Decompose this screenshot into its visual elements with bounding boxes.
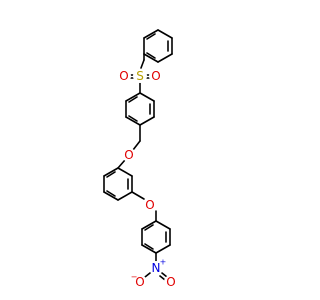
atom-charge: − bbox=[131, 273, 138, 282]
bond-nitrogen-oxygen-right bbox=[161, 272, 168, 278]
atom-symbol: S bbox=[136, 69, 144, 83]
bond-oxygen-ring bbox=[117, 159, 126, 169]
atom-ether-oxygen-benzyl: O bbox=[122, 148, 136, 162]
atom-symbol: O bbox=[145, 198, 154, 212]
bond-double-inner bbox=[106, 190, 116, 197]
bond-double-inner bbox=[106, 171, 116, 178]
bond bbox=[139, 116, 155, 126]
bond bbox=[125, 92, 141, 102]
atom-label-background bbox=[122, 148, 136, 162]
bond-nitrogen-oxygen-right-double bbox=[159, 275, 166, 281]
atom-label-background bbox=[149, 261, 163, 275]
meta-benzene-ring bbox=[103, 167, 133, 201]
bond-nitrogen-oxygen-left bbox=[144, 272, 151, 278]
atom-symbol: O bbox=[119, 69, 128, 83]
atom-sulfonyl-oxygen-right: O bbox=[149, 69, 163, 83]
bond bbox=[125, 116, 141, 126]
bond-double-inner bbox=[144, 243, 154, 250]
bond bbox=[143, 29, 159, 39]
atom-nitro-oxygen-left: O − bbox=[131, 273, 147, 289]
atom-label-background bbox=[133, 69, 147, 83]
bond-ch2-oxygen bbox=[132, 140, 141, 151]
atom-symbol: N bbox=[152, 261, 161, 275]
atom-label-background bbox=[143, 198, 157, 212]
atom-charge: + bbox=[160, 258, 167, 267]
atom-symbol: O bbox=[151, 69, 160, 83]
bond-ring-oxygen bbox=[131, 191, 145, 200]
bond-ch2-sulfur bbox=[140, 59, 145, 69]
atom-label-background bbox=[149, 69, 163, 83]
bond bbox=[103, 167, 119, 177]
atom-symbol: O bbox=[135, 275, 144, 289]
atom-sulfur: S bbox=[133, 69, 147, 83]
atom-label-background bbox=[117, 69, 131, 83]
bond bbox=[157, 53, 173, 63]
atom-label-background bbox=[133, 275, 147, 289]
bond-double-inner bbox=[146, 33, 156, 40]
molecule-structure: S O O O O N + O − O bbox=[103, 29, 178, 289]
atom-symbol: O bbox=[124, 148, 133, 162]
bond bbox=[141, 244, 157, 254]
atom-symbol: O bbox=[166, 275, 175, 289]
bond bbox=[117, 191, 133, 201]
bond bbox=[143, 53, 159, 63]
atom-label-background bbox=[164, 275, 178, 289]
bond bbox=[141, 220, 157, 230]
atom-nitro-nitrogen: N + bbox=[149, 258, 167, 275]
atom-sulfonyl-oxygen-left: O bbox=[117, 69, 131, 83]
bond bbox=[155, 220, 171, 230]
atom-nitro-oxygen-right: O bbox=[164, 275, 178, 289]
bond bbox=[117, 167, 133, 177]
bond-double-inner bbox=[146, 52, 156, 59]
atom-ether-oxygen-aryl: O bbox=[143, 198, 157, 212]
bond bbox=[139, 92, 155, 102]
bond-double-inner bbox=[128, 115, 138, 122]
middle-benzene-ring bbox=[125, 92, 155, 126]
bond bbox=[157, 29, 173, 39]
bond bbox=[103, 191, 119, 201]
bond-double-inner bbox=[128, 96, 138, 103]
nitrophenyl-ring bbox=[141, 220, 171, 254]
bond bbox=[155, 244, 171, 254]
benzyl-phenyl-ring bbox=[143, 29, 173, 63]
molecule-canvas: S O O O O N + O − O bbox=[103, 29, 178, 289]
bond-double-inner bbox=[144, 224, 154, 231]
